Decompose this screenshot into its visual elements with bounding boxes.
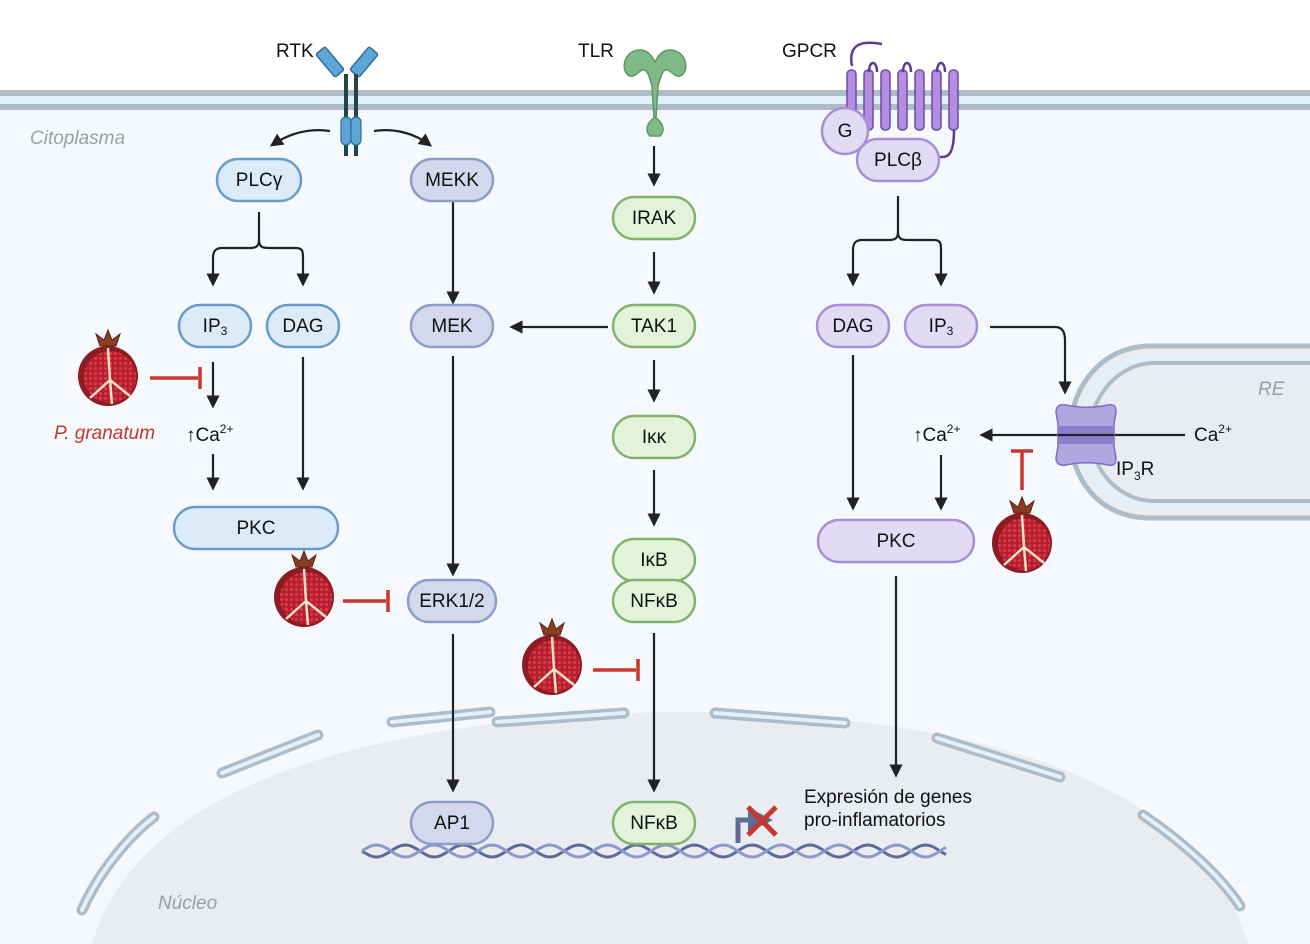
gene-expression-line1: Expresión de genes bbox=[804, 787, 972, 808]
node-mekk: MEKK bbox=[409, 157, 495, 203]
cytoplasm-label: Citoplasma bbox=[30, 128, 125, 149]
node-shape bbox=[409, 303, 495, 349]
node-ikb: IκB bbox=[611, 537, 697, 583]
node-label: AP1 bbox=[434, 813, 470, 834]
er-label: RE bbox=[1258, 379, 1285, 400]
node-tak1: TAK1 bbox=[611, 303, 697, 349]
ip3r-label: IP3R bbox=[1116, 459, 1154, 483]
node-shape bbox=[265, 303, 341, 349]
node-shape bbox=[409, 157, 495, 203]
node-label: G bbox=[838, 121, 853, 142]
node-shape bbox=[611, 800, 697, 846]
node-label: Iκκ bbox=[642, 427, 667, 448]
node-label: IκB bbox=[640, 550, 667, 571]
node-erk: ERK1/2 bbox=[406, 578, 498, 624]
node-label: PKC bbox=[876, 531, 915, 552]
node-label: IP3 bbox=[203, 316, 228, 339]
node-label: IP3 bbox=[929, 316, 954, 339]
node-label: IRAK bbox=[632, 208, 677, 229]
node-label: PLCγ bbox=[236, 170, 283, 191]
tlr-receptor-icon bbox=[623, 49, 687, 137]
node-plcg: PLCγ bbox=[215, 157, 303, 203]
node-dag-left: DAG bbox=[265, 303, 341, 349]
node-mek: MEK bbox=[409, 303, 495, 349]
node-shape bbox=[855, 137, 941, 183]
node-shape bbox=[172, 505, 340, 551]
node-shape bbox=[815, 303, 891, 349]
node-nfkb-nucleus: NFκB bbox=[611, 800, 697, 846]
calcium-er-label: Ca2+ bbox=[1194, 422, 1232, 446]
node-label: DAG bbox=[282, 316, 323, 337]
rtk-receptor-icon bbox=[315, 46, 379, 156]
node-shape bbox=[611, 578, 697, 624]
gpcr-label: GPCR bbox=[782, 41, 837, 62]
node-label: PKC bbox=[236, 518, 275, 539]
node-label: NFκB bbox=[630, 813, 678, 834]
node-label: MEK bbox=[431, 316, 473, 337]
tlr-label: TLR bbox=[578, 41, 614, 62]
node-shape bbox=[816, 518, 976, 564]
node-label: ERK1/2 bbox=[419, 591, 484, 612]
node-shape bbox=[409, 800, 495, 846]
node-label: NFκB bbox=[630, 591, 678, 612]
node-label: TAK1 bbox=[631, 316, 677, 337]
nucleus-label: Núcleo bbox=[158, 893, 217, 914]
blocked-transcription-icon bbox=[735, 805, 778, 843]
gene-expression-line2: pro-inflamatorios bbox=[804, 810, 946, 831]
inhibition-markers bbox=[150, 367, 1033, 681]
ip3r-channel-icon bbox=[1055, 404, 1117, 466]
node-shape bbox=[177, 303, 253, 349]
node-pkc-right: PKC bbox=[816, 518, 976, 564]
inhibitor-label: P. granatum bbox=[54, 423, 155, 444]
rtk-label: RTK bbox=[276, 41, 314, 62]
node-shape bbox=[611, 195, 697, 241]
calcium-left-label: ↑Ca2+ bbox=[186, 422, 233, 446]
node-shape bbox=[215, 157, 303, 203]
dna-strand-icon bbox=[361, 843, 947, 859]
node-shape bbox=[903, 303, 979, 349]
node-ikk: Iκκ bbox=[611, 414, 697, 460]
node-ip3-right: IP3 bbox=[903, 303, 979, 349]
node-g-protein: G bbox=[820, 106, 870, 156]
node-label: PLCβ bbox=[874, 150, 922, 171]
node-pkc-left: PKC bbox=[172, 505, 340, 551]
node-irak: IRAK bbox=[611, 195, 697, 241]
node-ap1: AP1 bbox=[409, 800, 495, 846]
node-shape bbox=[820, 106, 870, 156]
node-label: DAG bbox=[832, 316, 873, 337]
node-plcb: PLCβ bbox=[855, 137, 941, 183]
node-dag-right: DAG bbox=[815, 303, 891, 349]
node-label: MEKK bbox=[425, 170, 479, 191]
nuclear-envelope bbox=[76, 706, 1246, 916]
node-nfkb-complex: NFκB bbox=[611, 578, 697, 624]
node-shape bbox=[611, 414, 697, 460]
calcium-right-label: ↑Ca2+ bbox=[913, 422, 960, 446]
gpcr-receptor-icon bbox=[846, 41, 959, 159]
node-shape bbox=[406, 578, 498, 624]
node-ip3-left: IP3 bbox=[177, 303, 253, 349]
node-shape bbox=[611, 303, 697, 349]
